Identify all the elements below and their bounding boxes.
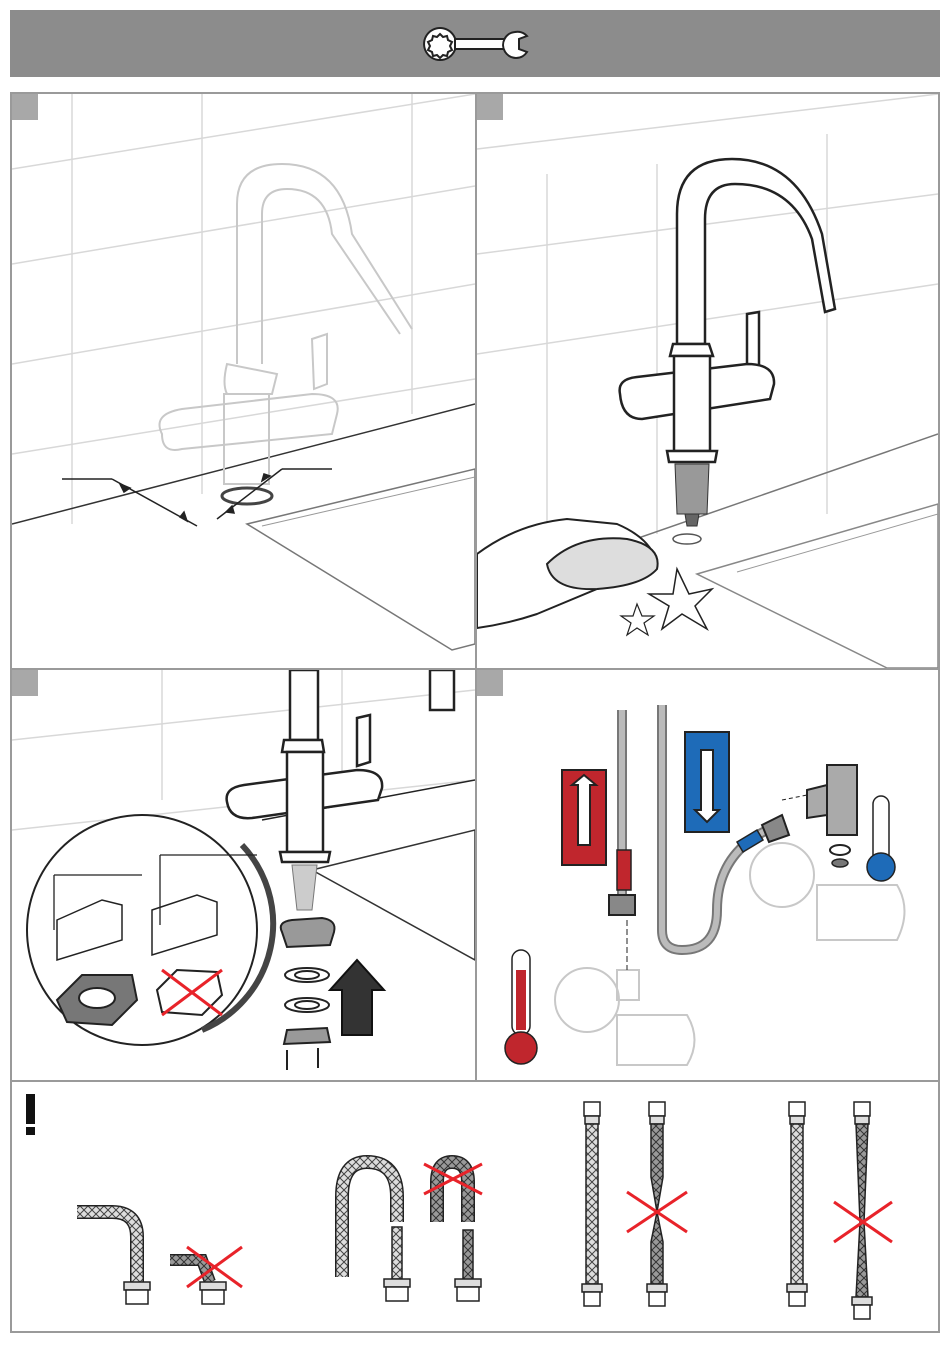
step-number-badge — [12, 670, 38, 696]
hot-cold-hose-connection-illustration — [477, 670, 938, 1080]
thermometer-cold-icon — [867, 796, 895, 881]
step-panel-3 — [10, 668, 477, 1082]
step-number-badge — [477, 94, 503, 120]
hose-do-not-kink-twist-warning — [12, 1082, 938, 1331]
faucet-mounting-parts-illustration — [12, 670, 475, 1080]
exclamation-icon — [26, 1094, 35, 1135]
wrench-icon — [10, 10, 940, 77]
step-panel-4 — [475, 668, 940, 1082]
step-panel-1 — [10, 92, 477, 670]
thermometer-hot-icon — [505, 950, 537, 1064]
header-bar — [10, 10, 940, 77]
arrow-up-icon — [330, 960, 384, 1035]
faucet-clean-surface-illustration — [477, 94, 938, 668]
red-cross-icon — [187, 1247, 242, 1287]
step-panel-5-warning — [10, 1080, 940, 1333]
step-number-badge — [12, 94, 38, 120]
faucet-hole-measure-illustration — [12, 94, 475, 668]
step-panel-2 — [475, 92, 940, 670]
step-number-badge — [477, 670, 503, 696]
